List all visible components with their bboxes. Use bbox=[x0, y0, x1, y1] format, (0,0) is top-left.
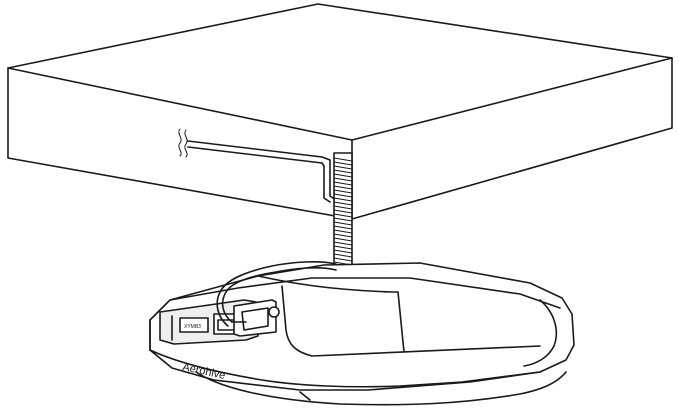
rod-thread-line bbox=[333, 249, 353, 254]
rod-thread-line bbox=[333, 169, 353, 174]
rod-thread-line bbox=[333, 209, 353, 214]
rod-thread-line bbox=[333, 237, 353, 242]
rod-thread-line bbox=[333, 173, 353, 178]
rod-thread-line bbox=[333, 157, 353, 162]
threaded-rod bbox=[333, 152, 353, 272]
rod-thread-line bbox=[333, 225, 353, 230]
rod-thread-line bbox=[333, 197, 353, 202]
rod-thread-line bbox=[333, 245, 353, 250]
rod-thread-line bbox=[333, 185, 353, 190]
rod-thread-line bbox=[333, 205, 353, 210]
rod-thread-line bbox=[333, 213, 353, 218]
rod-thread-line bbox=[333, 177, 353, 182]
rod-thread-line bbox=[333, 189, 353, 194]
rod-thread-line bbox=[333, 229, 353, 234]
ceiling-block bbox=[7, 3, 673, 220]
rod-thread-line bbox=[333, 217, 353, 222]
rod-thread-line bbox=[333, 161, 353, 166]
rod-thread-line bbox=[333, 165, 353, 170]
cable-break-mark bbox=[178, 128, 188, 158]
rod-thread-line bbox=[333, 201, 353, 206]
rod-thread-line bbox=[333, 193, 353, 198]
rod-thread-line bbox=[333, 253, 353, 258]
rod-thread-line bbox=[333, 221, 353, 226]
access-point-device: Aerohive XYMB3 bbox=[149, 261, 575, 406]
rod-thread-line bbox=[333, 233, 353, 238]
port-label: XYMB3 bbox=[184, 324, 201, 330]
rod-thread-line bbox=[333, 257, 353, 262]
rod-thread-line bbox=[333, 181, 353, 186]
rod-thread-line bbox=[333, 241, 353, 246]
ethernet-cable bbox=[187, 140, 337, 203]
